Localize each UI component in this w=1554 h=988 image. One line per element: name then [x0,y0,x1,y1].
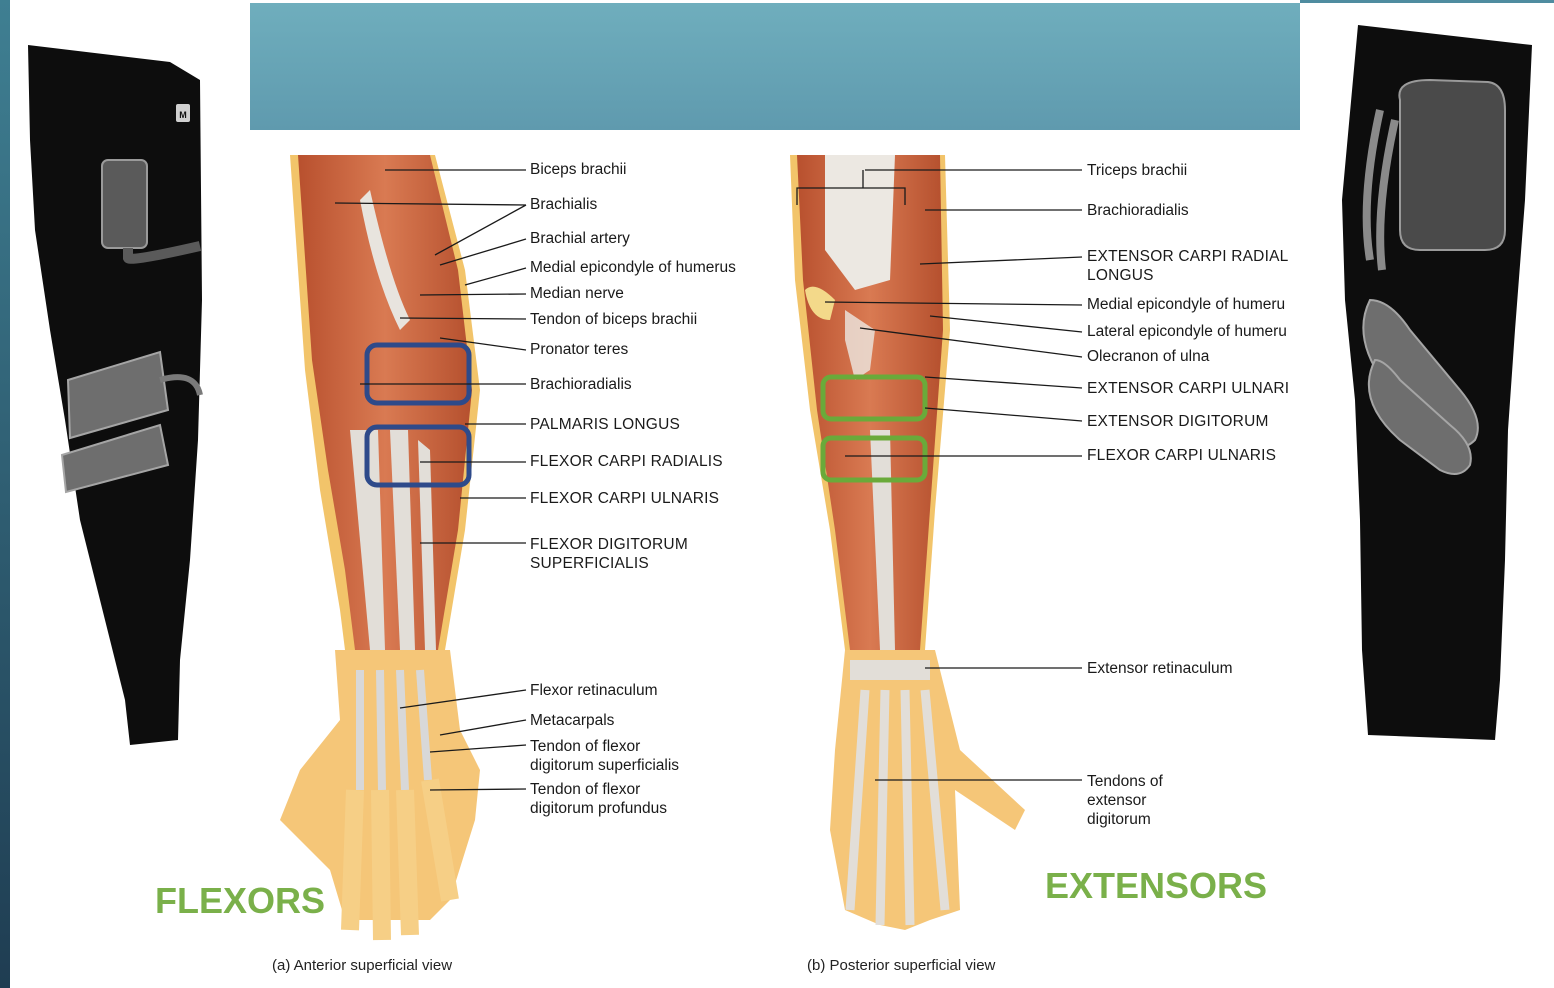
label-brachioradialis-anterior: Brachioradialis [530,375,632,394]
label-biceps-brachii: Biceps brachii [530,160,627,179]
label-tendon-biceps: Tendon of biceps brachii [530,310,697,329]
label-brachialis: Brachialis [530,195,597,214]
anterior-caption: (a) Anterior superficial view [272,957,452,974]
label-extensor-retinaculum: Extensor retinaculum [1087,659,1233,678]
label-lateral-epicondyle: Lateral epicondyle of humeru [1087,322,1287,341]
size-tag: M [179,110,187,120]
label-flexor-retinaculum: Flexor retinaculum [530,681,658,700]
left-edge-strip [0,0,10,988]
label-triceps-brachii: Triceps brachii [1087,161,1187,180]
label-brachioradialis-posterior: Brachioradialis [1087,201,1189,220]
title-banner [250,3,1300,130]
label-flexor-digitorum-superficialis: FLEXOR DIGITORUM SUPERFICIALIS [530,535,720,573]
label-flexor-carpi-ulnaris-posterior: FLEXOR CARPI ULNARIS [1087,446,1276,465]
label-extensor-carpi-ulnaris: EXTENSOR CARPI ULNARI [1087,379,1289,398]
label-medial-epicondyle: Medial epicondyle of humerus [530,258,736,277]
flexors-group-label: FLEXORS [155,880,325,922]
label-olecranon: Olecranon of ulna [1087,347,1209,366]
label-brachial-artery: Brachial artery [530,229,630,248]
label-flexor-carpi-ulnaris-anterior: FLEXOR CARPI ULNARIS [530,489,719,508]
anterior-forearm-illustration [250,130,530,950]
compression-sleeve-left-image: M [10,0,250,760]
label-median-nerve: Median nerve [530,284,624,303]
label-palmaris-longus: PALMARIS LONGUS [530,415,680,434]
label-metacarpals: Metacarpals [530,711,614,730]
posterior-caption: (b) Posterior superficial view [807,957,995,974]
label-extensor-carpi-radialis-longus: EXTENSOR CARPI RADIAL LONGUS [1087,247,1299,285]
label-medial-epicondyle-posterior: Medial epicondyle of humeru [1087,295,1285,314]
label-tendon-fds: Tendon of flexor digitorum superficialis [530,737,700,775]
compression-sleeve-right-image [1300,0,1554,760]
extensors-group-label: EXTENSORS [1045,865,1267,907]
label-extensor-digitorum: EXTENSOR DIGITORUM [1087,412,1269,431]
posterior-forearm-illustration [785,130,1065,950]
label-tendon-fdp: Tendon of flexor digitorum profundus [530,780,690,818]
label-flexor-carpi-radialis: FLEXOR CARPI RADIALIS [530,452,723,471]
label-pronator-teres: Pronator teres [530,340,628,359]
label-tendons-extensor-digitorum: Tendons of extensor digitorum [1087,772,1187,829]
